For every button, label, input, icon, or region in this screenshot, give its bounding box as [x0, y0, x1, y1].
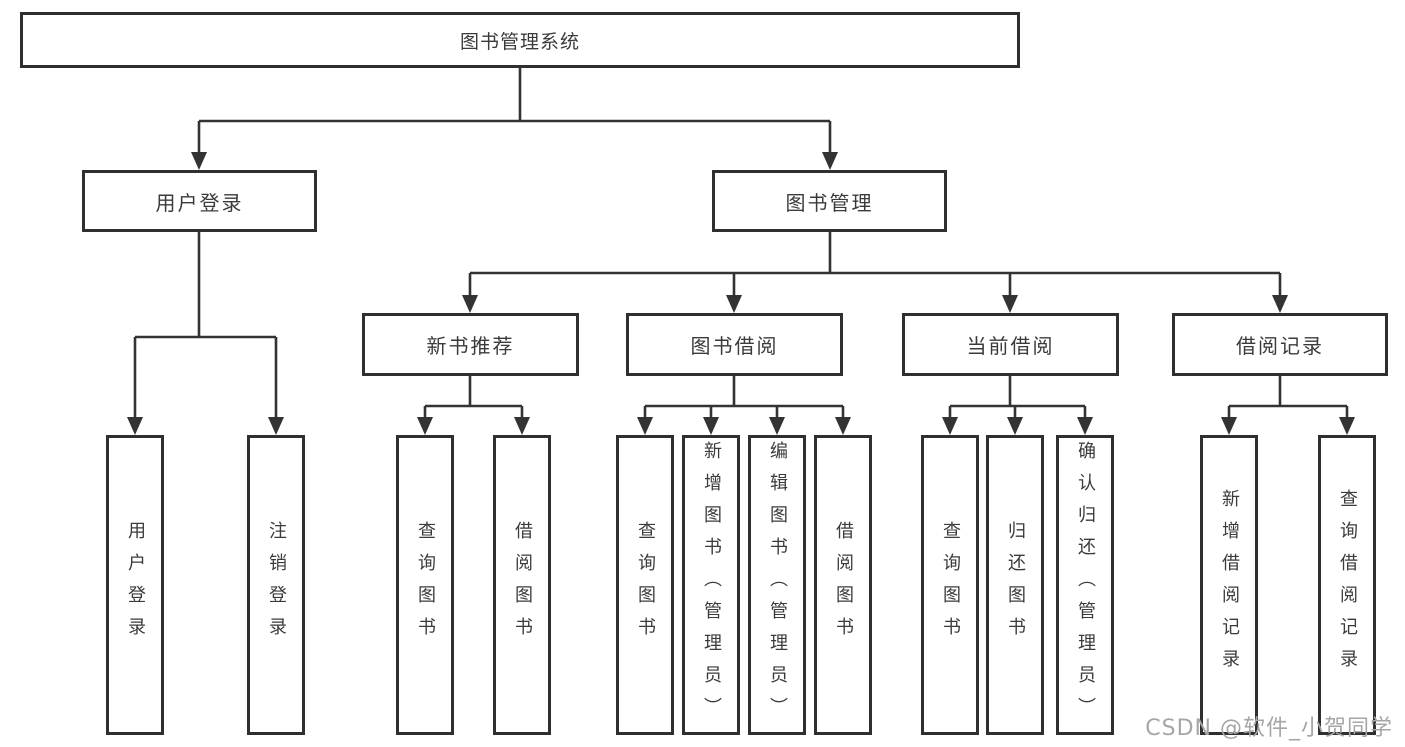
leaf-newbooks-query: 查询图书	[396, 435, 454, 735]
node-root-label: 图书管理系统	[459, 30, 580, 53]
node-book-borrow-label: 图书借阅	[690, 334, 779, 358]
leaf-current-confirm-admin-label: 确认归还（管理员）	[1075, 441, 1096, 729]
connector-book-management-to-level3	[462, 232, 1288, 313]
node-book-management: 图书管理	[712, 170, 947, 232]
leaf-borrow-edit-admin: 编辑图书（管理员）	[748, 435, 806, 735]
node-user-login-label: 用户登录	[155, 190, 244, 215]
node-borrow-records-label: 借阅记录	[1236, 334, 1324, 358]
leaf-borrow-add-admin-label: 新增图书（管理员）	[701, 441, 722, 729]
leaf-newbooks-query-label: 查询图书	[415, 521, 436, 649]
connector-current-borrow-to-leaves	[942, 376, 1093, 435]
node-user-login: 用户登录	[82, 170, 317, 232]
leaf-newbooks-borrow: 借阅图书	[493, 435, 551, 735]
node-borrow-records: 借阅记录	[1172, 313, 1388, 376]
leaf-current-confirm-admin: 确认归还（管理员）	[1056, 435, 1114, 735]
leaf-borrow-query: 查询图书	[616, 435, 674, 735]
node-current-borrow: 当前借阅	[902, 313, 1119, 376]
leaf-borrow-borrow-label: 借阅图书	[833, 521, 854, 649]
leaf-records-add: 新增借阅记录	[1200, 435, 1258, 735]
node-book-borrow: 图书借阅	[626, 313, 843, 376]
leaf-logout-label: 注销登录	[266, 521, 287, 649]
connector-borrow-records-to-leaves	[1221, 376, 1355, 435]
node-new-book-recommend: 新书推荐	[362, 313, 579, 376]
leaf-borrow-add-admin: 新增图书（管理员）	[682, 435, 740, 735]
leaf-current-query: 查询图书	[921, 435, 979, 735]
connector-user-login-to-leaves	[127, 232, 284, 435]
csdn-watermark: CSDN @软件_小贺同学	[1145, 716, 1393, 741]
leaf-newbooks-borrow-label: 借阅图书	[512, 521, 533, 649]
leaf-current-return-label: 归还图书	[1005, 521, 1026, 649]
leaf-logout: 注销登录	[247, 435, 305, 735]
leaf-user-login-label: 用户登录	[125, 521, 146, 649]
node-root: 图书管理系统	[20, 12, 1020, 68]
leaf-borrow-borrow: 借阅图书	[814, 435, 872, 735]
connector-new-book-recommend-to-leaves	[417, 376, 530, 435]
node-current-borrow-label: 当前借阅	[966, 334, 1055, 358]
leaf-records-query: 查询借阅记录	[1318, 435, 1376, 735]
leaf-borrow-edit-admin-label: 编辑图书（管理员）	[767, 441, 788, 729]
leaf-current-query-label: 查询图书	[940, 521, 961, 649]
leaf-records-add-label: 新增借阅记录	[1219, 489, 1240, 681]
leaf-current-return: 归还图书	[986, 435, 1044, 735]
leaf-borrow-query-label: 查询图书	[635, 521, 656, 649]
connector-book-borrow-to-leaves	[637, 376, 851, 435]
node-new-book-recommend-label: 新书推荐	[426, 334, 515, 358]
leaf-records-query-label: 查询借阅记录	[1337, 489, 1358, 681]
leaf-user-login: 用户登录	[106, 435, 164, 735]
connector-root-to-level2	[191, 68, 838, 170]
node-book-management-label: 图书管理	[785, 190, 874, 215]
